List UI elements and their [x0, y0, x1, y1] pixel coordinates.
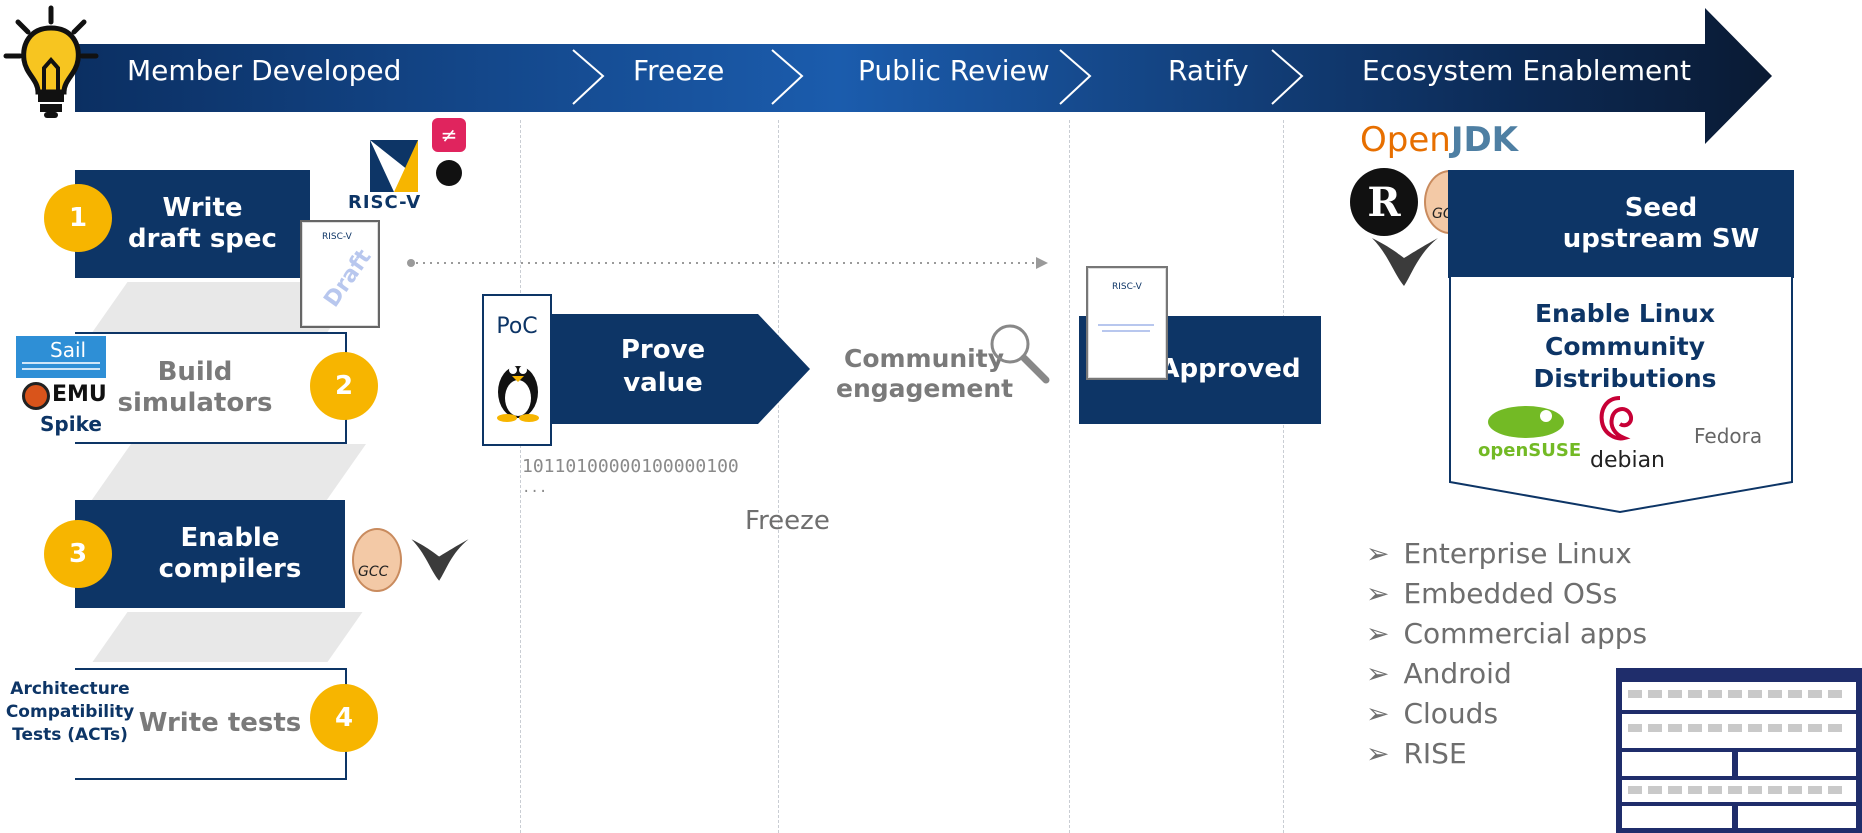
bullet-arrow-icon: ➢: [1366, 537, 1390, 570]
debian-swirl-icon: [1599, 396, 1633, 441]
bullet-text: Android: [1403, 657, 1512, 690]
dotted-progress-arrow: [407, 257, 1048, 269]
step-label: Write tests: [138, 708, 302, 739]
bullet-item: ➢ RISE: [1366, 734, 1647, 774]
timeline-band: [75, 8, 1772, 144]
seed-upstream-box: Seed upstream SW: [1448, 170, 1794, 278]
step-number-badge: 4: [310, 684, 378, 752]
bullet-arrow-icon: ➢: [1366, 657, 1390, 690]
bullet-text: Embedded OSs: [1403, 577, 1618, 610]
rust-logo-icon: R: [1350, 168, 1418, 236]
sail-logo-text: Sail: [50, 338, 87, 362]
openjdk-logo: OpenJDK: [1360, 120, 1518, 160]
approved-label: Approved: [1159, 354, 1301, 385]
bullet-item: ➢ Android: [1366, 654, 1647, 694]
step-label: Build simulators: [117, 356, 273, 418]
step-connector: [88, 444, 367, 504]
bullet-text: Clouds: [1403, 697, 1499, 730]
spike-logo: Spike: [40, 412, 102, 436]
chevron-separator: [771, 49, 804, 105]
phase-divider: [1069, 120, 1070, 833]
step-build-simulators: Build simulators: [75, 332, 347, 444]
opensuse-chameleon-icon: [1488, 406, 1564, 438]
phase-member-developed: Member Developed: [127, 54, 402, 87]
llvm-dragon-icon: [1372, 238, 1438, 286]
fedora-label: Fedora: [1694, 424, 1763, 448]
step-label: Enable compilers: [158, 522, 302, 584]
chevron-separator: [572, 49, 605, 105]
opensuse-label: openSUSE: [1478, 440, 1582, 461]
openjdk-open: Open: [1360, 120, 1451, 160]
prove-value-label: Prove value: [620, 335, 706, 398]
bullet-item: ➢ Enterprise Linux: [1366, 534, 1647, 574]
debian-label: debian: [1590, 448, 1666, 473]
bullet-item: ➢ Embedded OSs: [1366, 574, 1647, 614]
step-write-tests: Write tests: [75, 668, 347, 780]
bullet-arrow-icon: ➢: [1366, 737, 1390, 770]
step-enable-compilers: Enable compilers: [75, 500, 345, 608]
step-label: Write draft spec: [128, 192, 277, 254]
document-logo: RISC-V: [322, 232, 352, 242]
binary-ellipsis: ...: [522, 480, 548, 496]
ratified-spec-document: RISC-V: [1086, 266, 1168, 380]
riscv-logo-text: RISC-V: [348, 192, 422, 213]
seed-upstream-label: Seed upstream SW: [1562, 192, 1760, 254]
openjdk-jdk: JDK: [1450, 120, 1519, 160]
phase-freeze: Freeze: [633, 54, 725, 87]
phase-divider: [1283, 120, 1284, 833]
asciidoc-icon: ≠: [432, 118, 466, 152]
linux-distros-label: Enable Linux Community Distributions: [1533, 299, 1717, 393]
lightbulb-icon: [3, 5, 99, 118]
ecosystem-landscape-thumbnail: [1616, 668, 1862, 833]
community-engagement-label: Community engagement: [836, 344, 1014, 403]
gcc-text: GCC: [358, 564, 389, 580]
bullet-arrow-icon: ➢: [1366, 697, 1390, 730]
draft-spec-document: RISC-V Draft: [300, 220, 380, 328]
qemu-logo-text: EMU: [52, 382, 107, 407]
llvm-dragon-icon: [411, 539, 469, 581]
poc-tag: PoC: [496, 314, 538, 339]
draft-watermark: Draft: [319, 245, 377, 312]
chevron-separator: [1271, 49, 1304, 105]
penguin-icon: [497, 366, 539, 422]
freeze-label: Freeze: [745, 506, 830, 536]
bullet-item: ➢ Clouds: [1366, 694, 1647, 734]
bullet-arrow-icon: ➢: [1366, 577, 1390, 610]
phase-ecosystem-enablement: Ecosystem Enablement: [1362, 54, 1691, 87]
phase-ratify: Ratify: [1168, 54, 1249, 87]
bullet-item: ➢ Commercial apps: [1366, 614, 1647, 654]
step-number-badge: 3: [44, 520, 112, 588]
step-number-badge: 2: [310, 352, 378, 420]
bullet-text: Enterprise Linux: [1403, 537, 1632, 570]
gcc-logo-icon: GCC: [352, 528, 402, 592]
timeline-arrow: [75, 8, 1772, 144]
linux-distros-banner: [1449, 276, 1793, 514]
phase-divider: [520, 120, 521, 833]
chevron-separator: [1059, 49, 1092, 105]
github-icon: [436, 160, 462, 186]
phase-divider: [778, 120, 779, 833]
step-connector: [92, 612, 363, 662]
sail-logo: Sail: [16, 336, 106, 378]
acts-label: Architecture Compatibility Tests (ACTs): [5, 679, 135, 745]
step-write-draft-spec: Write draft spec: [75, 170, 310, 278]
binary-encoding: 10110100000100000100: [522, 456, 739, 477]
prove-value-arrow: [552, 314, 810, 424]
magnifier-icon: [990, 324, 1050, 384]
bullet-text: Commercial apps: [1403, 617, 1648, 650]
bullet-text: RISE: [1403, 737, 1467, 770]
riscv-logo: [370, 140, 418, 192]
bullet-arrow-icon: ➢: [1366, 617, 1390, 650]
phase-public-review: Public Review: [858, 54, 1050, 87]
step-number-badge: 1: [44, 184, 112, 252]
document-logo: RISC-V: [1112, 282, 1142, 292]
ecosystem-bullet-list: ➢ Enterprise Linux ➢ Embedded OSs ➢ Commerc…: [1366, 534, 1647, 774]
qemu-logo-icon: [22, 382, 50, 410]
poc-card: PoC: [482, 294, 552, 446]
